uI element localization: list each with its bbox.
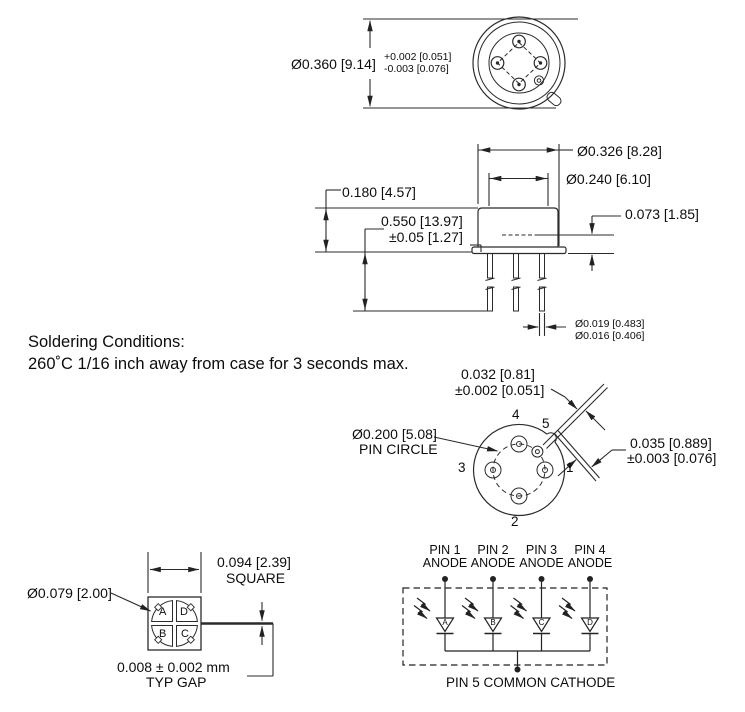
- cap-dia-label: Ø0.240 [6.10]: [566, 171, 651, 187]
- top-view-drawing: [363, 16, 578, 110]
- pin-circle-dia-label: Ø0.200 [5.08]: [352, 426, 437, 442]
- square-text-label: SQUARE: [226, 570, 286, 586]
- lead-dia-max-label: Ø0.019 [0.483]: [575, 318, 645, 330]
- square-dim-label: 0.094 [2.39]: [217, 554, 291, 570]
- tab-width-label: 0.035 [0.889]: [630, 435, 712, 451]
- schematic-pin2-label: PIN 2: [477, 543, 509, 557]
- bottom-view-pins: [484, 435, 554, 505]
- can-top-outline: [472, 16, 566, 110]
- schematic-pin3-role: ANODE: [519, 556, 564, 570]
- soldering-conditions-text: 260˚C 1/16 inch away from case for 3 sec…: [28, 355, 409, 373]
- diode-d-label: D: [587, 618, 593, 627]
- quadrant-b-label: B: [159, 628, 167, 640]
- pin-number-2: 2: [511, 514, 519, 529]
- side-view-dimension-lines: [315, 144, 621, 336]
- flange-outline: [471, 246, 567, 255]
- gap-dim-label: 0.008 ± 0.002 mm: [117, 659, 230, 675]
- side-view-leads: [485, 253, 547, 312]
- schematic-pin1-role: ANODE: [422, 556, 468, 570]
- schematic-pin1-label: PIN 1: [429, 543, 461, 557]
- bottom-view-dimension-lines: [433, 388, 626, 477]
- lead-dia-min-label: Ø0.016 [0.406]: [575, 330, 645, 342]
- side-view-drawing: [315, 144, 621, 336]
- cap-height-label: 0.180 [4.57]: [342, 184, 416, 200]
- schematic-common-cathode-label: PIN 5 COMMON CATHODE: [446, 675, 616, 690]
- tab-thickness-tol-label: ±0.002 [0.051]: [455, 382, 545, 398]
- chip-dimension-lines: [110, 552, 274, 677]
- flange-dia-label: Ø0.326 [8.28]: [577, 143, 662, 159]
- gap-text-label: TYP GAP: [146, 674, 207, 690]
- bottom-view-drawing: [433, 383, 626, 517]
- quadrant-chip: [151, 600, 198, 647]
- common-cathode-node: [514, 666, 521, 673]
- schematic-pin2-role: ANODE: [470, 556, 516, 570]
- schematic-pin3-label: PIN 3: [525, 543, 558, 557]
- can-body-outline: [477, 207, 559, 247]
- quadrant-a-label: A: [159, 606, 167, 618]
- top-view-diameter-label: Ø0.360 [9.14]: [291, 56, 376, 72]
- diode-a-label: A: [442, 618, 448, 627]
- top-view-dimension-lines: [363, 18, 578, 109]
- pin-number-1: 1: [566, 460, 574, 475]
- case-bottom-outline: [472, 423, 566, 517]
- photodiode-channel-3: [510, 576, 552, 651]
- quadrant-d-label: D: [180, 606, 188, 618]
- pin-number-5: 5: [542, 416, 550, 431]
- header-square-outline: [147, 596, 202, 651]
- diode-b-label: B: [490, 618, 496, 627]
- active-dia-label: Ø0.079 [2.00]: [27, 585, 112, 601]
- quadrant-c-label: C: [181, 628, 189, 640]
- pin-number-4: 4: [512, 407, 520, 422]
- tab-width-tol-label: ±0.003 [0.076]: [627, 450, 717, 466]
- locator-tab: [546, 91, 562, 107]
- pin-circle-text-label: PIN CIRCLE: [359, 441, 438, 457]
- lead-length-tol-label: ±0.05 [1.27]: [389, 229, 463, 245]
- lead-length-label: 0.550 [13.97]: [381, 213, 463, 229]
- schematic-drawing: [402, 576, 608, 673]
- diode-c-label: C: [538, 618, 545, 627]
- top-view-tol-plus-label: +0.002 [0.051]: [384, 51, 452, 63]
- pin-number-3: 3: [458, 460, 466, 475]
- chip-detail-drawing: [110, 552, 274, 677]
- tab-projection-lines: [542, 383, 608, 482]
- package-dashed-outline: [402, 587, 608, 666]
- schematic-pin4-label: PIN 4: [574, 543, 606, 557]
- photodiode-channel-4: [558, 576, 600, 651]
- soldering-conditions-title: Soldering Conditions:: [28, 333, 185, 351]
- tab-thickness-label: 0.032 [0.81]: [461, 366, 535, 382]
- top-view-tol-minus-label: -0.003 [0.076]: [384, 63, 449, 75]
- window-depth-label: 0.073 [1.85]: [625, 206, 699, 222]
- top-view-pins: [490, 34, 548, 92]
- schematic-pin4-role: ANODE: [567, 556, 613, 570]
- photodiode-channel-2: [461, 576, 503, 651]
- photodiode-channel-1: [413, 576, 455, 651]
